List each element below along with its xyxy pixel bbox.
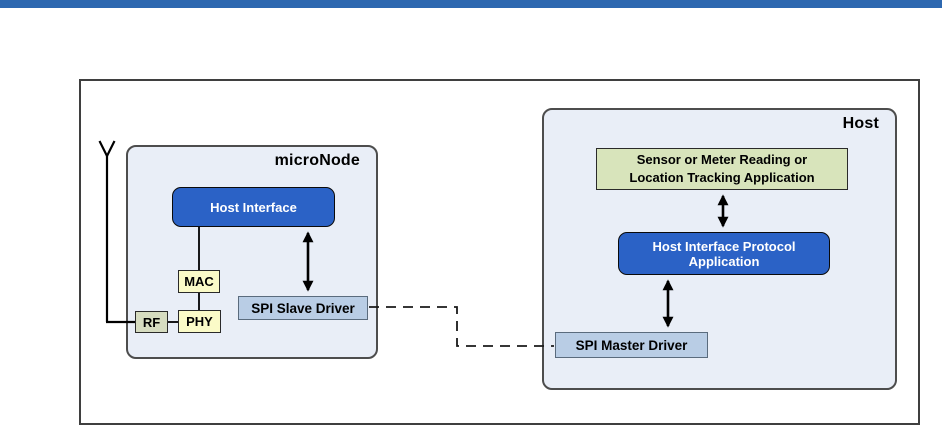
spi-slave-driver-box: SPI Slave Driver <box>238 296 368 320</box>
micronode-title: microNode <box>274 152 360 169</box>
page-top-accent-bar <box>0 0 942 8</box>
mac-box: MAC <box>178 270 220 293</box>
host-interface-box: Host Interface <box>172 187 335 227</box>
phy-box: PHY <box>178 310 221 333</box>
rf-box: RF <box>135 311 168 333</box>
mac-label: MAC <box>184 274 214 289</box>
micronode-container: microNode <box>126 145 378 359</box>
spi-master-driver-box: SPI Master Driver <box>555 332 708 358</box>
protocol-application-label-line2: Application <box>688 253 760 269</box>
protocol-application-label-line1: Host Interface Protocol <box>652 238 796 254</box>
sensor-application-box: Sensor or Meter Reading or Location Trac… <box>596 148 848 190</box>
host-title: Host <box>842 115 879 132</box>
host-interface-protocol-application-box: Host Interface Protocol Application <box>618 232 830 275</box>
spi-slave-driver-label: SPI Slave Driver <box>251 300 355 316</box>
rf-label: RF <box>142 314 161 330</box>
sensor-application-label-line2: Location Tracking Application <box>629 170 815 185</box>
spi-master-driver-label: SPI Master Driver <box>575 337 688 353</box>
host-interface-label: Host Interface <box>210 199 297 215</box>
phy-label: PHY <box>186 314 213 329</box>
sensor-application-label-line1: Sensor or Meter Reading or <box>636 152 808 167</box>
